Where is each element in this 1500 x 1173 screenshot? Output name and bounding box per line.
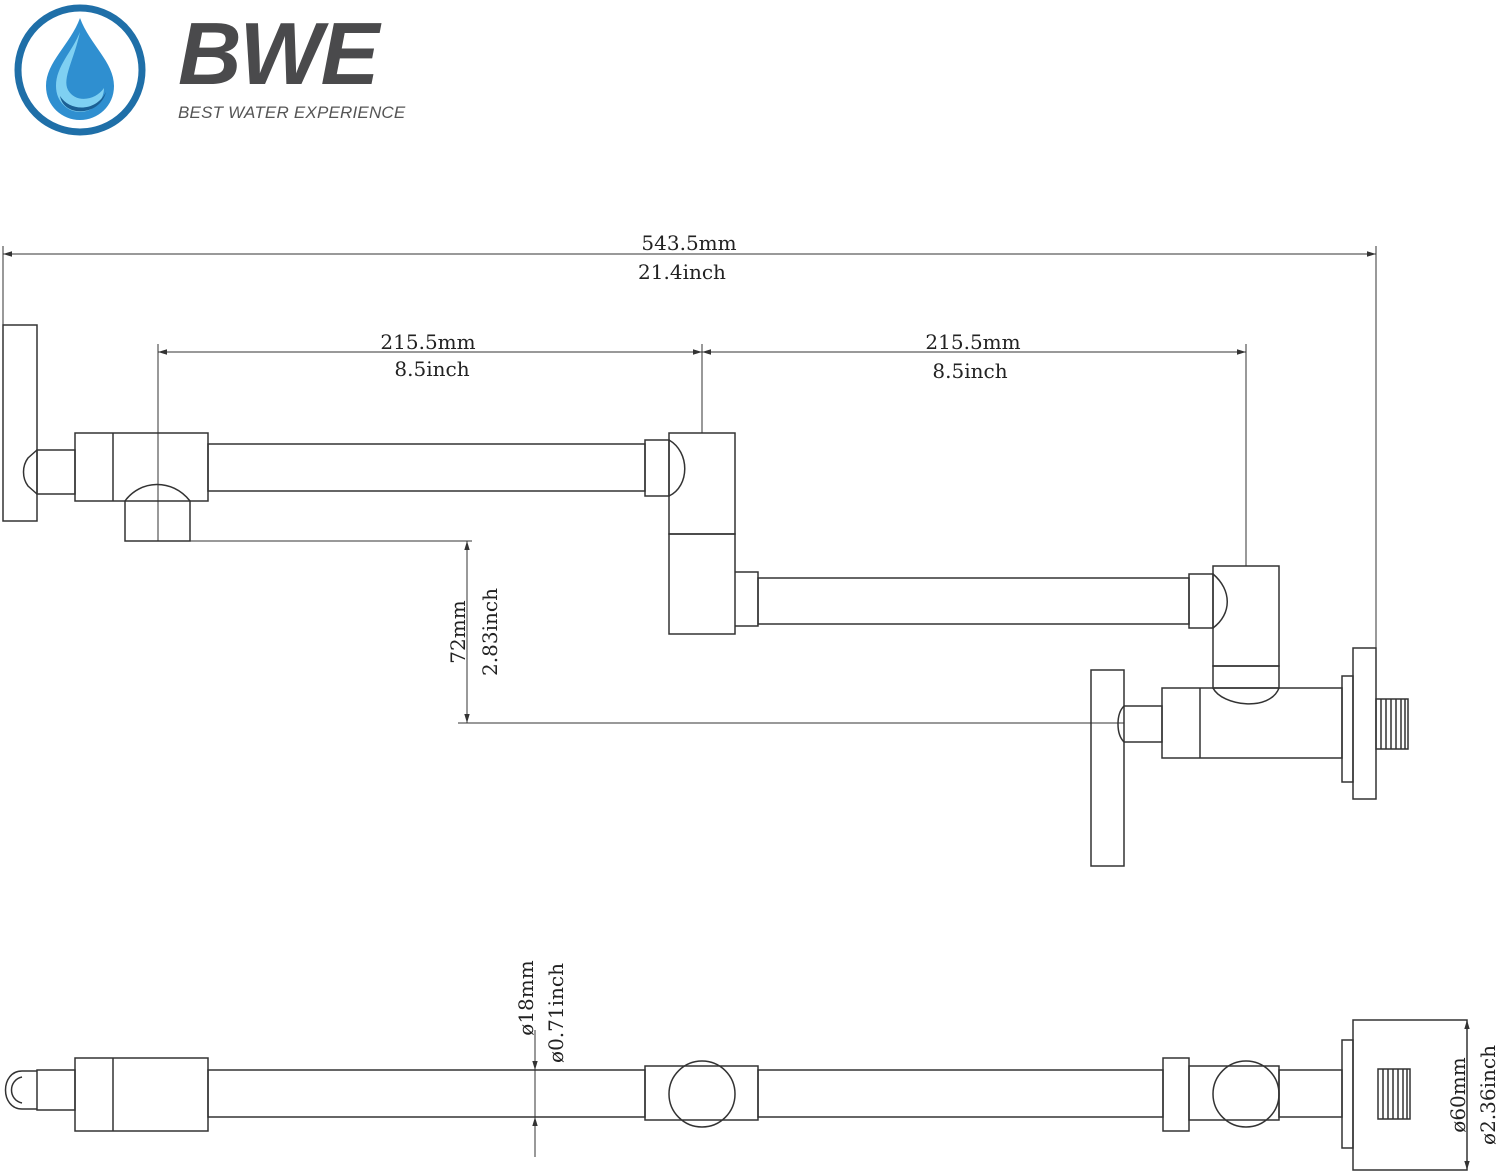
arm-2-length-mm: 215.5mm [925,330,1020,354]
height-inch: 2.83inch [478,588,502,676]
dimension-arm-2: 215.5mm 8.5inch [701,330,1247,566]
height-mm: 72mm [446,600,470,663]
brand-logo: BWE BEST WATER EXPERIENCE [0,0,420,140]
faucet-top-view [4,1019,1468,1171]
overall-length-inch: 21.4inch [638,260,726,284]
brand-tagline: BEST WATER EXPERIENCE [178,103,406,122]
arm-1-length-inch: 8.5inch [394,357,469,381]
dimension-arm-1: 215.5mm 8.5inch [157,330,702,541]
dimension-flange-diameter: ø60mm ø2.36inch [1446,1020,1500,1170]
flange-diameter-inch: ø2.36inch [1476,1045,1500,1145]
arm-2-length-inch: 8.5inch [932,359,1007,383]
arm-1-length-mm: 215.5mm [380,330,475,354]
dimension-overall: 543.5mm 21.4inch [2,231,1377,648]
brand-name: BWE [178,4,379,103]
dimension-height: 72mm 2.83inch [190,540,1124,724]
dimension-pipe-diameter: ø18mm ø0.71inch [514,960,568,1157]
water-drop-icon [14,4,146,136]
pipe-diameter-inch: ø0.71inch [544,963,568,1063]
flange-diameter-mm: ø60mm [1446,1057,1470,1132]
faucet-side-view [2,324,1409,867]
pipe-diameter-mm: ø18mm [514,960,538,1035]
overall-length-mm: 543.5mm [641,231,736,255]
